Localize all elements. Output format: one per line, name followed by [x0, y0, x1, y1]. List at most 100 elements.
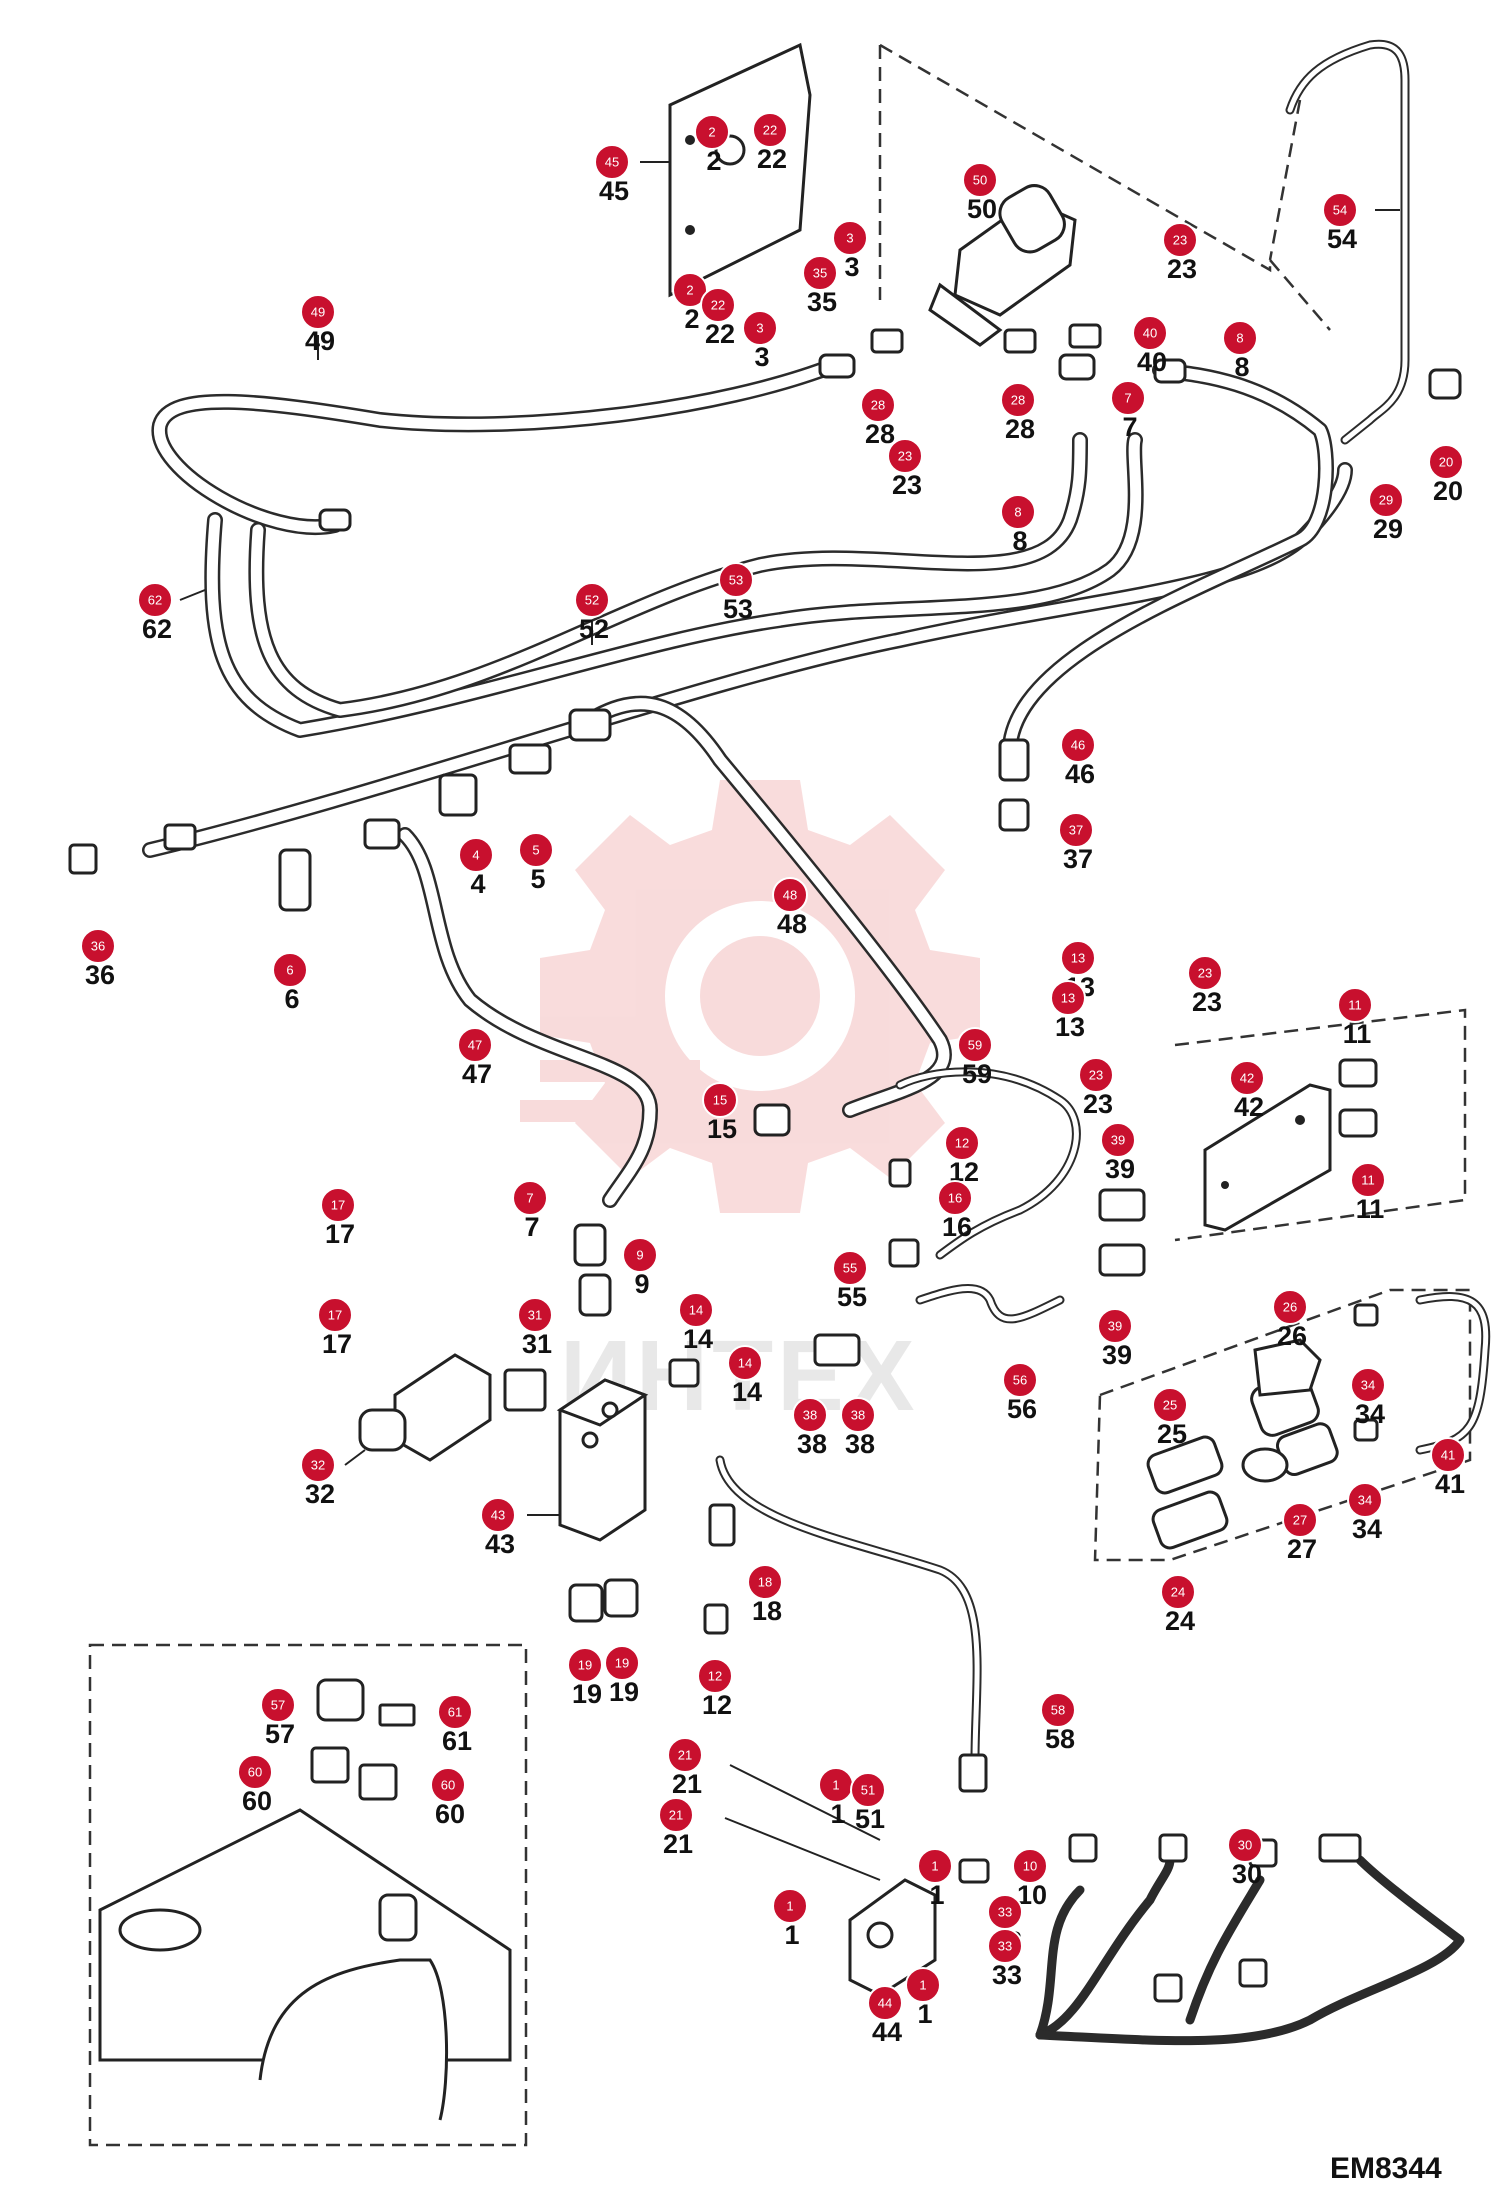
callout-badge-label: 48 [783, 888, 797, 903]
callout-badge[interactable]: 23 [1078, 1057, 1114, 1093]
callout-badge[interactable]: 57 [260, 1687, 296, 1723]
callout-badge[interactable]: 58 [1040, 1692, 1076, 1728]
callout-badge[interactable]: 7 [1110, 380, 1146, 416]
callout-badge[interactable]: 32 [300, 1447, 336, 1483]
callout-badge[interactable]: 62 [137, 582, 173, 618]
callout-badge[interactable]: 2 [672, 272, 708, 308]
callout-badge[interactable]: 6 [272, 952, 308, 988]
callout-badge[interactable]: 45 [594, 144, 630, 180]
callout-badge[interactable]: 56 [1002, 1362, 1038, 1398]
callout-badge[interactable]: 22 [700, 287, 736, 323]
callout-badge[interactable]: 37 [1058, 812, 1094, 848]
callout-badge[interactable]: 33 [987, 1894, 1023, 1930]
callout-badge[interactable]: 41 [1430, 1437, 1466, 1473]
callout-badge[interactable]: 48 [772, 877, 808, 913]
callout-badge[interactable]: 5 [518, 832, 554, 868]
callout-badge[interactable]: 12 [697, 1658, 733, 1694]
callout-badge[interactable]: 34 [1350, 1367, 1386, 1403]
callout-badge[interactable]: 11 [1337, 987, 1373, 1023]
callout-badge-label: 13 [1071, 951, 1085, 966]
callout-badge-label: 42 [1240, 1071, 1254, 1086]
callout-badge[interactable]: 49 [300, 294, 336, 330]
callout-badge[interactable]: 21 [667, 1737, 703, 1773]
callout-badge[interactable]: 12 [944, 1125, 980, 1161]
callout-badge-label: 17 [331, 1198, 345, 1213]
callout-badge[interactable]: 50 [962, 162, 998, 198]
callout-badge[interactable]: 42 [1229, 1060, 1265, 1096]
callout-number: 57 [265, 1719, 295, 1749]
coupler-group-frame [1093, 1288, 1472, 1562]
callout-badge[interactable]: 44 [867, 1985, 903, 2021]
callout-badge[interactable]: 20 [1428, 444, 1464, 480]
callout-badge[interactable]: 21 [658, 1797, 694, 1833]
callout-badge[interactable]: 15 [702, 1082, 738, 1118]
callout-badge[interactable]: 29 [1368, 482, 1404, 518]
callout-badge[interactable]: 19 [604, 1645, 640, 1681]
callout-badge[interactable]: 23 [1162, 222, 1198, 258]
callout-badge[interactable]: 2 [694, 114, 730, 150]
callout-badge[interactable]: 23 [1187, 955, 1223, 991]
callout-badge[interactable]: 33 [987, 1928, 1023, 1964]
callout-badge[interactable]: 8 [1000, 494, 1036, 530]
callout-badge[interactable]: 3 [832, 220, 868, 256]
callout-badge[interactable]: 30 [1227, 1827, 1263, 1863]
callout-badge[interactable]: 25 [1152, 1387, 1188, 1423]
callout-badge[interactable]: 51 [850, 1772, 886, 1808]
callout-badge[interactable]: 35 [802, 255, 838, 291]
callout-badge-label: 7 [1124, 391, 1131, 406]
callout-badge[interactable]: 1 [772, 1888, 808, 1924]
callout-badge[interactable]: 31 [517, 1297, 553, 1333]
callout-badge[interactable]: 54 [1322, 192, 1358, 228]
callout-badge[interactable]: 16 [937, 1180, 973, 1216]
callout-badge[interactable]: 17 [320, 1187, 356, 1223]
callout-badge[interactable]: 1 [905, 1967, 941, 2003]
callout-badge[interactable]: 14 [678, 1292, 714, 1328]
callout-badge[interactable]: 22 [752, 112, 788, 148]
callout-badge[interactable]: 18 [747, 1564, 783, 1600]
callout-badge[interactable]: 17 [317, 1297, 353, 1333]
callout-badge[interactable]: 28 [860, 387, 896, 423]
callout-badge[interactable]: 8 [1222, 320, 1258, 356]
callout-badge-label: 22 [711, 298, 725, 313]
callout-badge[interactable]: 4 [458, 837, 494, 873]
callout-badge[interactable]: 61 [437, 1694, 473, 1730]
callout-badge-label: 28 [871, 398, 885, 413]
callout-badge[interactable]: 59 [957, 1027, 993, 1063]
callout-badge[interactable]: 19 [567, 1647, 603, 1683]
callout-badge[interactable]: 27 [1282, 1502, 1318, 1538]
callout-badge[interactable]: 39 [1097, 1308, 1133, 1344]
callout-badge[interactable]: 9 [622, 1237, 658, 1273]
callout-badge[interactable]: 7 [512, 1180, 548, 1216]
callout-badge[interactable]: 38 [840, 1397, 876, 1433]
callout-badge[interactable]: 53 [718, 562, 754, 598]
callout-badge[interactable]: 13 [1060, 940, 1096, 976]
callout-badge[interactable]: 39 [1100, 1122, 1136, 1158]
callout-badge[interactable]: 23 [887, 438, 923, 474]
callout-badge[interactable]: 47 [457, 1027, 493, 1063]
callout-badge[interactable]: 11 [1350, 1162, 1386, 1198]
callout-badge[interactable]: 3 [742, 310, 778, 346]
callout-badge[interactable]: 13 [1050, 980, 1086, 1016]
callout-badge[interactable]: 60 [430, 1767, 466, 1803]
callout-badge[interactable]: 28 [1000, 382, 1036, 418]
callout-badge[interactable]: 55 [832, 1250, 868, 1286]
callout-badge[interactable]: 1 [917, 1848, 953, 1884]
callout-badge[interactable]: 60 [237, 1754, 273, 1790]
callout-number: 14 [683, 1324, 713, 1354]
callout-badge[interactable]: 40 [1132, 315, 1168, 351]
callout-badge-label: 54 [1333, 203, 1347, 218]
callout-badge[interactable]: 38 [792, 1397, 828, 1433]
callout-badge-circle [1162, 222, 1198, 258]
callout-badge[interactable]: 52 [574, 582, 610, 618]
callout-badge[interactable]: 36 [80, 928, 116, 964]
callout-badge[interactable]: 10 [1012, 1848, 1048, 1884]
callout-badge[interactable]: 14 [727, 1345, 763, 1381]
wire-harness [1035, 1833, 1465, 2046]
callout-badge[interactable]: 1 [818, 1767, 854, 1803]
callout-badge[interactable]: 46 [1060, 727, 1096, 763]
callout-badge[interactable]: 43 [480, 1497, 516, 1533]
callout-badge[interactable]: 34 [1347, 1482, 1383, 1518]
callout-badge[interactable]: 26 [1272, 1289, 1308, 1325]
callout-badge[interactable]: 24 [1160, 1574, 1196, 1610]
callout-number: 27 [1287, 1534, 1317, 1564]
